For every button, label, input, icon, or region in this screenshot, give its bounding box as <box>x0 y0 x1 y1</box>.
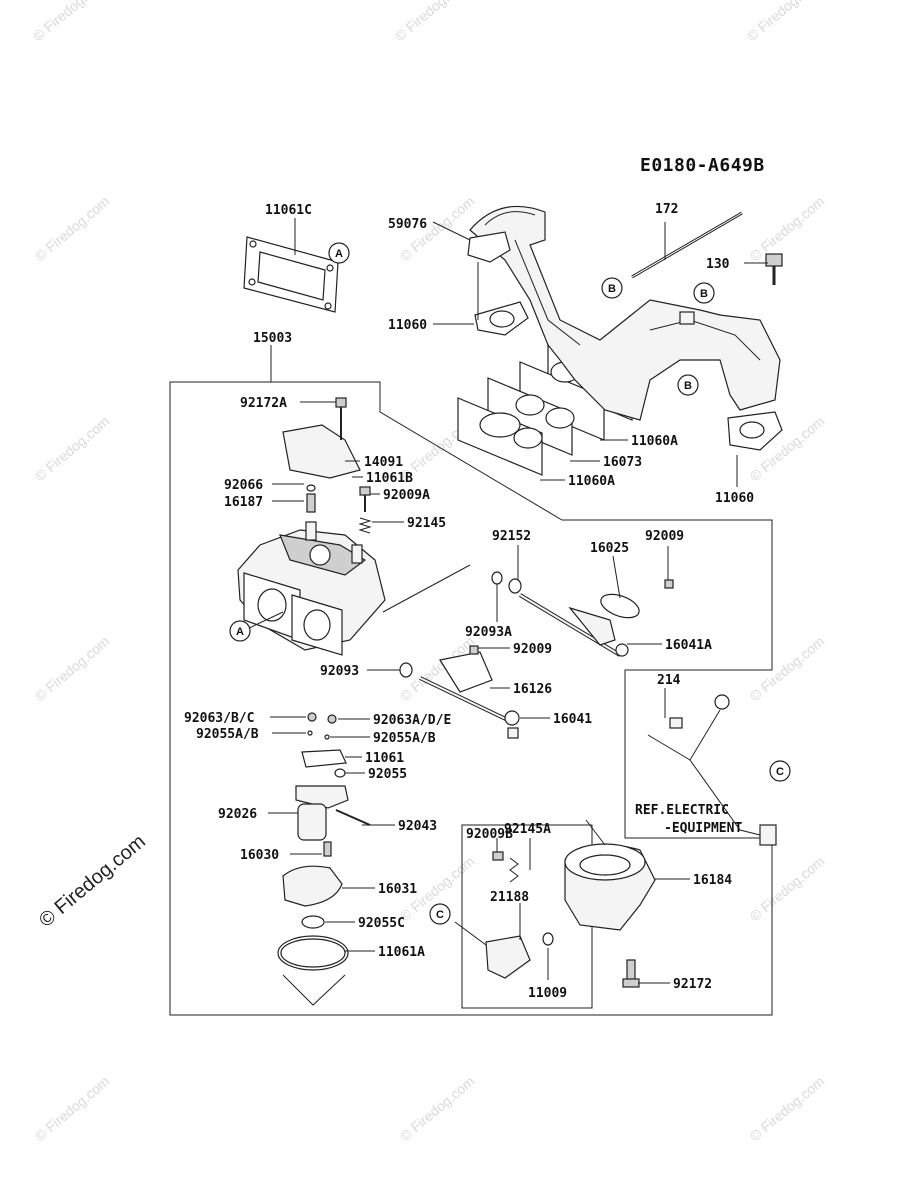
part-label: 16041A <box>665 638 712 653</box>
part-label: 92172 <box>673 977 712 992</box>
group-boxes <box>169 381 773 1016</box>
part-label: 92055A/B <box>373 731 436 746</box>
watermark: © Firedog.com <box>744 0 825 44</box>
part-label: 59076 <box>388 217 427 232</box>
part-label: 92152 <box>492 529 531 544</box>
part-labels: 11061C 59076 172 130 11060 15003 92172A … <box>184 202 754 1001</box>
carburetor-body <box>237 397 386 656</box>
part-label: 92043 <box>398 819 437 834</box>
part-label: 11061A <box>378 945 425 960</box>
watermark: © Firedog.com <box>32 413 113 484</box>
part-label: 21188 <box>490 890 529 905</box>
watermark: © Firedog.com <box>32 633 113 704</box>
part-label: 92055A/B <box>196 727 259 742</box>
part-label: -EQUIPMENT <box>664 821 742 836</box>
watermark: © Firedog.com <box>747 633 828 704</box>
watermark: © Firedog.com <box>392 0 473 44</box>
part-label: 92009 <box>645 529 684 544</box>
part-label: 16187 <box>224 495 263 510</box>
part-label: 16025 <box>590 541 629 556</box>
part-label: 16126 <box>513 682 552 697</box>
carburetor-adapter <box>485 843 656 988</box>
choke-shaft-assembly <box>399 645 520 739</box>
part-label: 11009 <box>528 986 567 1001</box>
part-label: 92093A <box>465 625 512 640</box>
throttle-shaft-assembly <box>491 571 674 657</box>
part-label: 92066 <box>224 478 263 493</box>
part-label: 92055 <box>368 767 407 782</box>
part-label: 92063A/D/E <box>373 713 451 728</box>
part-label: 11060A <box>631 434 678 449</box>
callout-label: A <box>335 248 343 260</box>
solenoid-lead-214 <box>647 694 777 846</box>
part-label: 92063/B/C <box>184 711 254 726</box>
part-label: 11060 <box>715 491 754 506</box>
part-label: 16073 <box>603 455 642 470</box>
intake-manifold-assembly <box>457 205 783 476</box>
part-label: 92009 <box>513 642 552 657</box>
diagram-code: E0180-A649B <box>640 155 765 176</box>
part-label: 11060A <box>568 474 615 489</box>
watermark: © Firedog.com <box>30 0 111 44</box>
watermark: © Firedog.com <box>397 1073 478 1144</box>
part-label: 92145 <box>407 516 446 531</box>
callout-label: B <box>700 288 708 300</box>
watermark: © Firedog.com <box>747 853 828 924</box>
part-label: 14091 <box>364 455 403 470</box>
callout-label: C <box>776 766 784 778</box>
part-label: 15003 <box>253 331 292 346</box>
watermark: © Firedog.com <box>747 1073 828 1144</box>
watermark: © Firedog.com <box>32 1073 113 1144</box>
part-label: REF.ELECTRIC <box>635 803 729 818</box>
callout-label: B <box>684 380 692 392</box>
part-label: 16030 <box>240 848 279 863</box>
part-label: 11060 <box>388 318 427 333</box>
part-label: 16031 <box>378 882 417 897</box>
part-label: 11061 <box>365 751 404 766</box>
part-label: 92145A <box>504 822 551 837</box>
part-label: 172 <box>655 202 678 217</box>
part-label: 92172A <box>240 396 287 411</box>
callout-label: C <box>436 909 444 921</box>
watermark: © Firedog.com <box>747 193 828 264</box>
part-label: 11061B <box>366 471 413 486</box>
part-label: 92009A <box>383 488 430 503</box>
part-label: 11061C <box>265 203 312 218</box>
part-label: 92093 <box>320 664 359 679</box>
callouts: A A B B B C C <box>229 242 791 925</box>
part-label: 92055C <box>358 916 405 931</box>
part-label: 92009B <box>466 827 513 842</box>
leader-lines <box>244 218 768 984</box>
part-label: 214 <box>657 673 681 688</box>
part-label: 16184 <box>693 873 732 888</box>
watermark: © Firedog.com <box>32 193 113 264</box>
part-label: 130 <box>706 257 730 272</box>
float-bowl-assembly <box>277 712 371 1006</box>
callout-label: A <box>236 626 244 638</box>
callout-label: B <box>608 283 616 295</box>
part-label: 16041 <box>553 712 592 727</box>
gasket-11061c <box>243 236 339 313</box>
watermark-large: © Firedog.com <box>35 830 150 931</box>
part-label: 92026 <box>218 807 257 822</box>
